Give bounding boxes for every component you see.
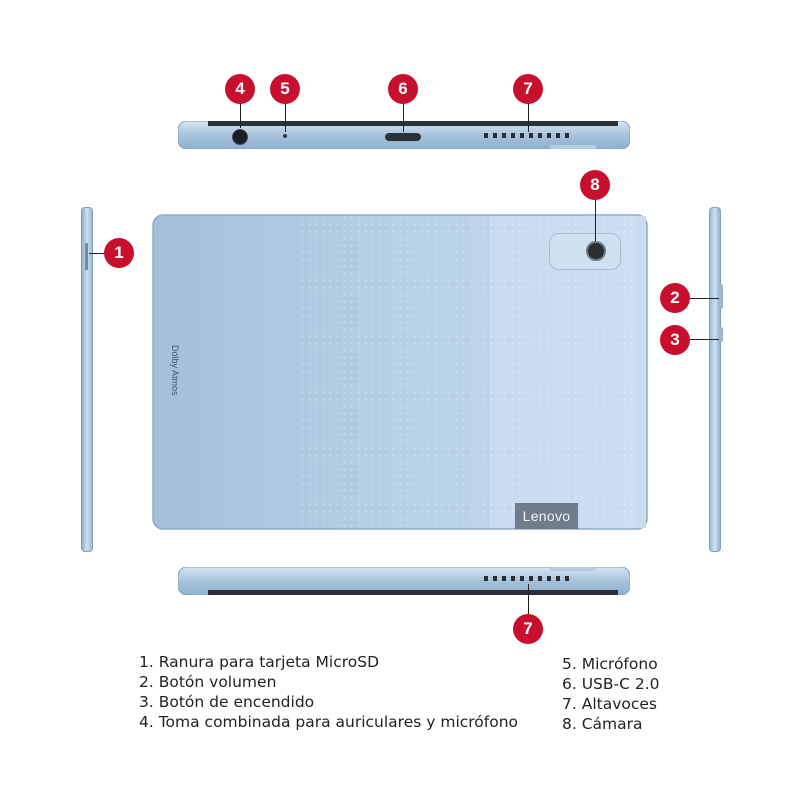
camera-lens: [586, 241, 606, 261]
marker-2: 2: [660, 283, 690, 313]
tablet-right-edge-view: [709, 207, 721, 552]
legend-item-8: 8. Cámara: [562, 715, 643, 733]
camera-module: [549, 233, 621, 270]
legend-item-4: 4. Toma combinada para auriculares y mic…: [139, 713, 519, 731]
leader-line-5: [285, 103, 286, 132]
headphone-jack: [232, 129, 248, 145]
marker-6: 6: [388, 74, 418, 104]
usb-c-port: [385, 133, 421, 141]
marker-3: 3: [660, 325, 690, 355]
leader-line-7-top: [528, 103, 529, 132]
tablet-back-view: [152, 214, 648, 530]
brand-logo-text: Lenovo: [522, 508, 571, 524]
leader-line-8: [595, 199, 596, 241]
leader-line-2: [688, 298, 719, 299]
marker-7-bottom: 7: [513, 614, 543, 644]
leader-line-6: [403, 103, 404, 132]
legend-item-5: 5. Micrófono: [562, 655, 658, 673]
tablet-left-edge-view: [81, 207, 93, 552]
marker-4: 4: [225, 74, 255, 104]
marker-5: 5: [270, 74, 300, 104]
certification-marks: ◦: [176, 352, 179, 359]
microphone-hole: [283, 134, 287, 138]
tablet-bottom-edge-view: [177, 566, 631, 596]
marker-1: 1: [104, 238, 134, 268]
top-speaker-grille: [484, 133, 570, 138]
leader-line-3: [688, 339, 719, 340]
legend-column-left: 1. Ranura para tarjeta MicroSD 2. Botón …: [139, 652, 518, 732]
microsd-slot: [85, 243, 88, 270]
brand-logo-badge: [515, 503, 578, 529]
volume-button: [719, 284, 723, 309]
leader-line-4: [240, 103, 241, 128]
leader-line-1: [89, 253, 105, 254]
power-button: [719, 327, 723, 342]
bottom-speaker-grille: [484, 576, 570, 581]
marker-8: 8: [580, 170, 610, 200]
legend-item-3: 3. Botón de encendido: [139, 693, 315, 711]
legend-item-6: 6. USB-C 2.0: [562, 675, 660, 693]
legend-column-right: 5. Micrófono 6. USB-C 2.0 7. Altavoces 8…: [562, 654, 660, 734]
legend-item-1: 1. Ranura para tarjeta MicroSD: [139, 653, 380, 671]
legend-item-7: 7. Altavoces: [562, 695, 657, 713]
marker-7-top: 7: [513, 74, 543, 104]
leader-line-7-bottom: [528, 584, 529, 614]
legend-item-2: 2. Botón volumen: [139, 673, 277, 691]
